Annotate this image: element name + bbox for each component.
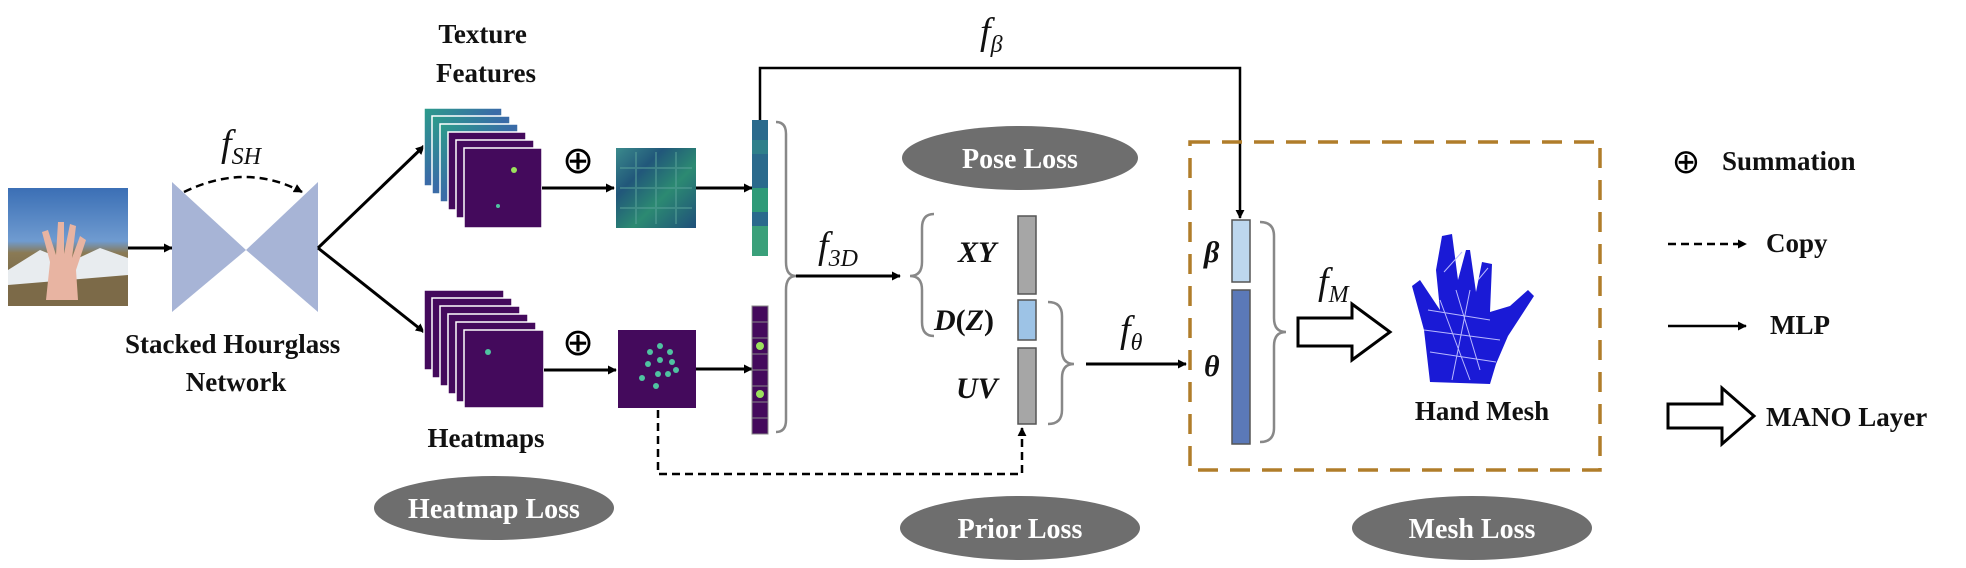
xy-label: XY (957, 236, 999, 269)
brace-features (775, 120, 797, 434)
xy-bar (1017, 215, 1037, 295)
legend-mano-label: MANO Layer (1766, 402, 1927, 432)
f-3d-label: f3D (818, 225, 858, 272)
brace-pose-left (909, 212, 935, 338)
uv-bar (1017, 347, 1037, 425)
input-hand-photo (8, 188, 128, 306)
legend-mlp-label: MLP (1770, 310, 1830, 340)
f-sh-label: fSH (221, 123, 263, 170)
legend-summation-label: Summation (1722, 146, 1856, 176)
dz-label: D(Z) (933, 304, 994, 337)
heatmap-feature-vector (751, 305, 769, 435)
theta-bar (1231, 289, 1251, 445)
summation-bottom: ⊕ (562, 320, 594, 364)
theta-label: θ (1204, 350, 1220, 383)
heatmaps-label: Heatmaps (428, 423, 545, 453)
texture-feature-stack (423, 107, 543, 229)
mesh-loss-ellipse (1352, 496, 1592, 560)
fused-texture-map (616, 148, 696, 228)
heatmap-stack (423, 289, 545, 409)
hand-mesh-render (1412, 234, 1534, 384)
dz-bar (1017, 299, 1037, 341)
arrow-to-texture-branch (316, 144, 426, 250)
legend-summation-icon: ⊕ (1672, 142, 1701, 182)
beta-bar (1231, 219, 1251, 283)
mano-layer-arrow (1296, 301, 1393, 363)
hand-mesh-label: Hand Mesh (1415, 396, 1549, 426)
texture-feature-vector (752, 120, 768, 256)
pose-loss-label: Pose Loss (962, 144, 1078, 175)
f-beta-label: fβ (980, 11, 1003, 58)
arrow-to-heatmap-branch (317, 246, 425, 334)
legend-copy-label: Copy (1766, 228, 1828, 258)
texture-features-label: Texture Features (436, 19, 536, 88)
brace-pose-right (1047, 300, 1075, 426)
network-label: Stacked Hourglass Network (125, 329, 347, 397)
f-sh-dashed-arrow (183, 175, 303, 194)
uv-label: UV (956, 372, 1001, 405)
beta-label: β (1203, 236, 1220, 269)
copy-dashed-route (656, 410, 1027, 476)
prior-loss-ellipse (900, 496, 1140, 560)
f-m-label: fM (1318, 261, 1351, 308)
fused-heatmap (618, 330, 696, 408)
f-theta-label: fθ (1120, 309, 1143, 356)
mano-dashed-box (1188, 140, 1602, 472)
legend-mano-arrow-icon (1666, 384, 1757, 448)
summation-top: ⊕ (562, 138, 594, 182)
heatmap-loss-ellipse (374, 476, 614, 540)
mesh-loss-label: Mesh Loss (1409, 514, 1536, 545)
hourglass-network (172, 182, 318, 312)
heatmap-loss-label: Heatmap Loss (408, 494, 580, 525)
pose-loss-ellipse (902, 126, 1138, 190)
brace-mesh-params (1259, 220, 1287, 444)
legend: ⊕ Summation Copy MLP MANO Layer (1666, 142, 1927, 448)
prior-loss-label: Prior Loss (958, 514, 1083, 545)
